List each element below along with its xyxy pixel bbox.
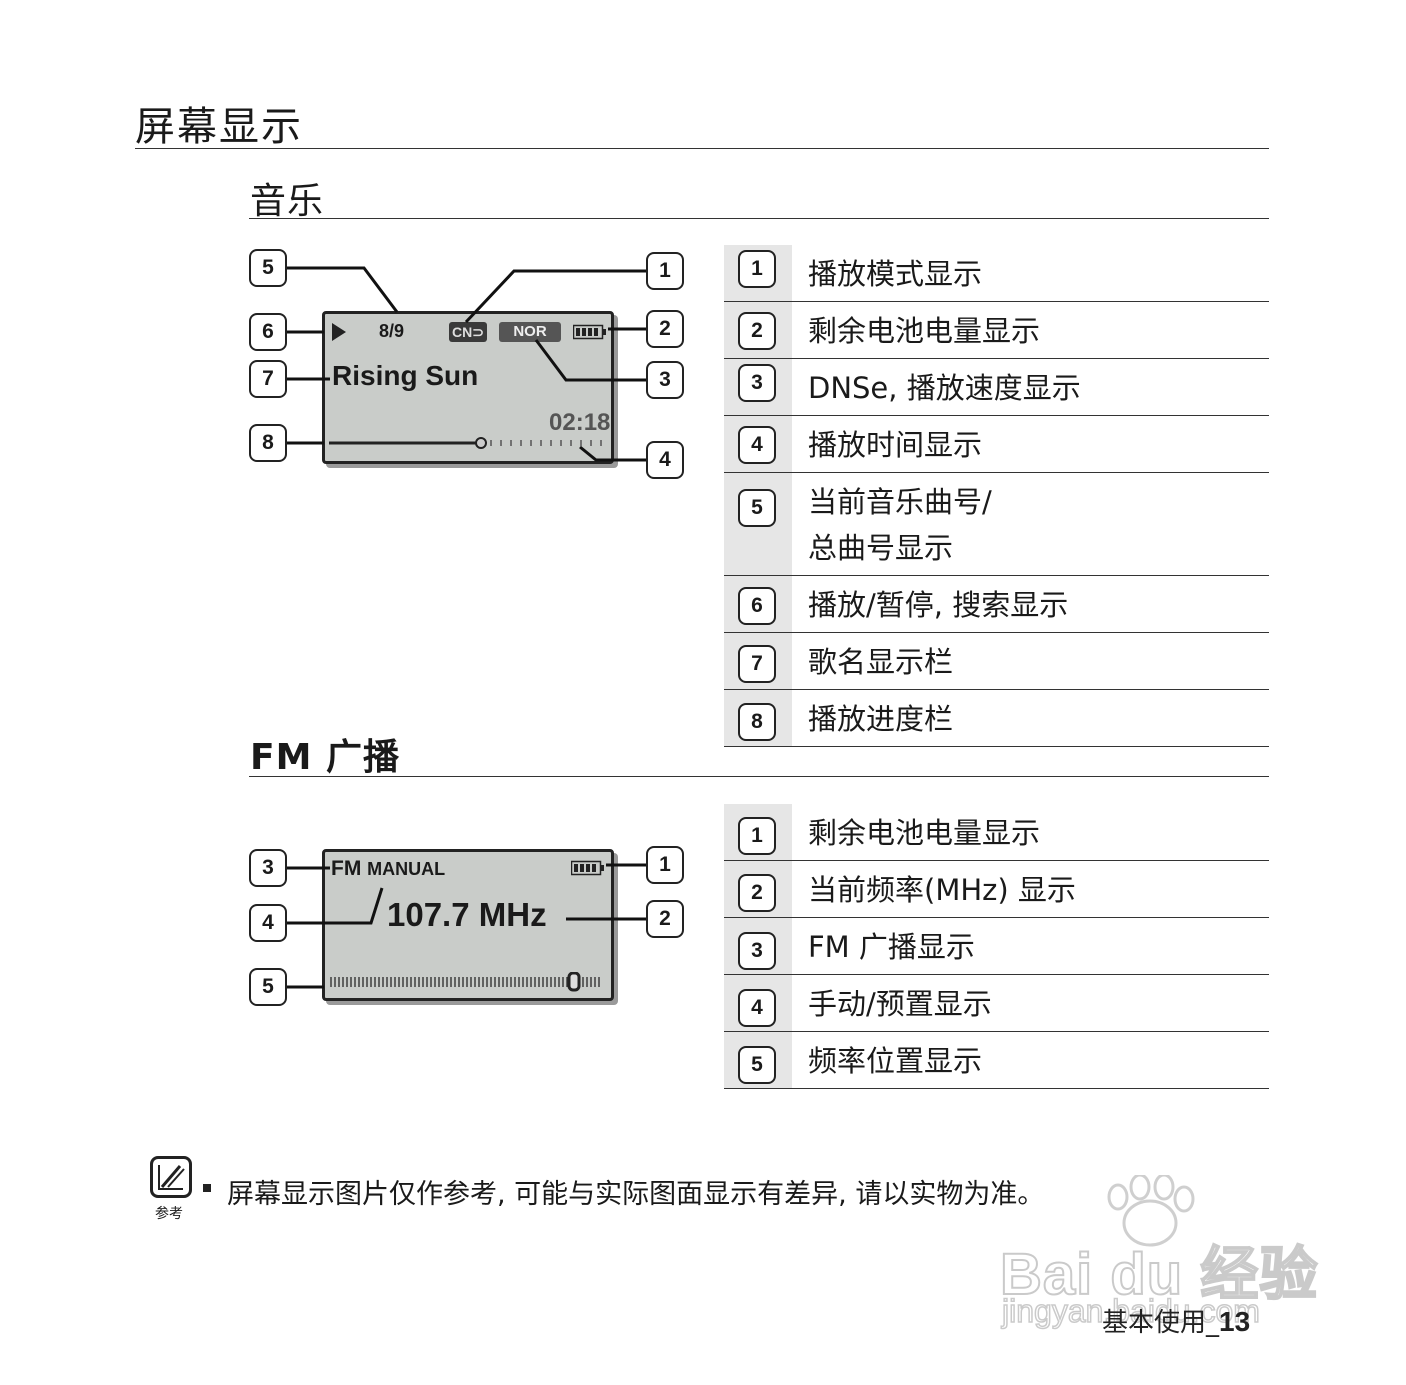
legend-text: 播放时间显示 <box>808 428 983 462</box>
legend-num: 2 <box>738 874 776 912</box>
music-callout-3: 3 <box>646 361 684 399</box>
fm-lcd-screen: FM MANUAL 107.7 MHz <box>322 849 614 1001</box>
legend-text: 剩余电池电量显示 <box>808 816 1041 850</box>
legend-num: 4 <box>738 426 776 464</box>
note-text: 屏幕显示图片仅作参考, 可能与实际图面显示有差异, 请以实物为准。 <box>227 1179 1045 1210</box>
play-icon <box>332 323 346 341</box>
music-lcd-screen: 8/9 CN⊃ NOR Rising Sun 02:18 <box>322 311 614 464</box>
music-legend-row: 3 DNSe, 播放速度显示 <box>724 359 1269 416</box>
legend-text: 播放模式显示 <box>808 257 983 291</box>
legend-num: 5 <box>738 1046 776 1084</box>
watermark-url: jingyan.baidu.com <box>1001 1292 1260 1330</box>
track-counter: 8/9 <box>379 321 405 341</box>
paw-logo-icon <box>1107 1175 1195 1247</box>
music-legend-row: 4 播放时间显示 <box>724 416 1269 473</box>
fm-callout-4: 4 <box>249 904 287 942</box>
fm-callout-1: 1 <box>646 846 684 884</box>
music-legend-row: 8 播放进度栏 <box>724 690 1269 747</box>
note-pencil-icon <box>150 1156 192 1198</box>
fm-legend-row: 1 剩余电池电量显示 <box>724 804 1269 861</box>
watermark-brand: Bai du 经验 <box>999 1241 1319 1308</box>
legend-text: 手动/预置显示 <box>808 987 992 1021</box>
fm-legend-table: 1 剩余电池电量显示 2 当前频率(MHz) 显示 3 FM 广播显示 4 手动/预置显… <box>724 804 1269 1089</box>
manual-label: MANUAL <box>367 859 446 879</box>
page-title: 屏幕显示 <box>135 104 303 150</box>
fm-section-divider <box>249 776 1269 777</box>
music-legend-row: 6 播放/暂停, 搜索显示 <box>724 576 1269 633</box>
fm-legend-row: 4 手动/预置显示 <box>724 975 1269 1032</box>
music-legend-row: 5 当前音乐曲号/总曲号显示 <box>724 473 1269 576</box>
fm-legend-row: 3 FM 广播显示 <box>724 918 1269 975</box>
note-icon-label: 参考 <box>155 1206 183 1222</box>
music-section-divider <box>249 218 1269 219</box>
legend-num: 1 <box>738 817 776 855</box>
music-callout-1: 1 <box>646 252 684 290</box>
elapsed-time: 02:18 <box>549 409 611 436</box>
legend-num: 8 <box>738 703 776 741</box>
title-divider <box>135 148 1269 149</box>
legend-text: DNSe, 播放速度显示 <box>808 371 1081 405</box>
music-callout-2: 2 <box>646 310 684 348</box>
fm-legend-row: 2 当前频率(MHz) 显示 <box>724 861 1269 918</box>
music-legend-row: 1 播放模式显示 <box>724 245 1269 302</box>
legend-text: 频率位置显示 <box>808 1044 983 1078</box>
note-bullet <box>203 1184 211 1192</box>
legend-num: 5 <box>738 489 776 527</box>
frequency-marker <box>567 972 581 992</box>
legend-num: 3 <box>738 932 776 970</box>
music-callout-7: 7 <box>249 360 287 398</box>
frequency-display: 107.7 MHz <box>387 896 547 933</box>
legend-text: FM 广播显示 <box>808 930 975 964</box>
dnse-mode-badge: NOR <box>499 322 561 342</box>
battery-icon <box>573 324 606 340</box>
legend-text: 剩余电池电量显示 <box>808 314 1041 348</box>
legend-text: 总曲号显示 <box>808 531 954 565</box>
legend-num: 6 <box>738 587 776 625</box>
baidu-watermark: Bai du 经验 jingyan.baidu.com <box>999 1175 1320 1335</box>
music-callout-4: 4 <box>646 441 684 479</box>
fm-battery-icon <box>571 860 604 876</box>
song-title: Rising Sun <box>332 360 479 391</box>
legend-text: 当前音乐曲号/ <box>808 485 992 519</box>
legend-text: 播放进度栏 <box>808 702 954 736</box>
fm-section-title: FM 广播 <box>250 737 400 778</box>
frequency-dial <box>330 972 600 992</box>
legend-num: 3 <box>738 364 776 402</box>
legend-num: 4 <box>738 989 776 1027</box>
play-mode-icon: CN⊃ <box>449 322 487 342</box>
music-legend-row: 7 歌名显示栏 <box>724 633 1269 690</box>
page-footer: 基本使用_13 <box>1102 1302 1250 1339</box>
music-section-title: 音乐 <box>250 181 325 222</box>
legend-num: 2 <box>738 312 776 350</box>
footer-section: 基本使用_ <box>1102 1308 1220 1338</box>
fm-mode-label: FM MANUAL <box>331 857 445 881</box>
progress-bar <box>329 437 602 449</box>
fm-callout-3: 3 <box>249 849 287 887</box>
legend-num: 1 <box>738 250 776 288</box>
legend-num: 7 <box>738 645 776 683</box>
progress-knob <box>475 437 487 449</box>
music-legend-row: 2 剩余电池电量显示 <box>724 302 1269 359</box>
music-callout-5: 5 <box>249 249 287 287</box>
fm-callout-2: 2 <box>646 900 684 938</box>
legend-text: 当前频率(MHz) 显示 <box>808 873 1076 907</box>
legend-text: 歌名显示栏 <box>808 645 954 679</box>
fm-label: FM <box>331 857 362 880</box>
music-callout-6: 6 <box>249 313 287 351</box>
page-number: 13 <box>1219 1306 1251 1337</box>
fm-callout-5: 5 <box>249 968 287 1006</box>
music-callout-8: 8 <box>249 424 287 462</box>
legend-text: 播放/暂停, 搜索显示 <box>808 588 1069 622</box>
fm-legend-row: 5 频率位置显示 <box>724 1032 1269 1089</box>
